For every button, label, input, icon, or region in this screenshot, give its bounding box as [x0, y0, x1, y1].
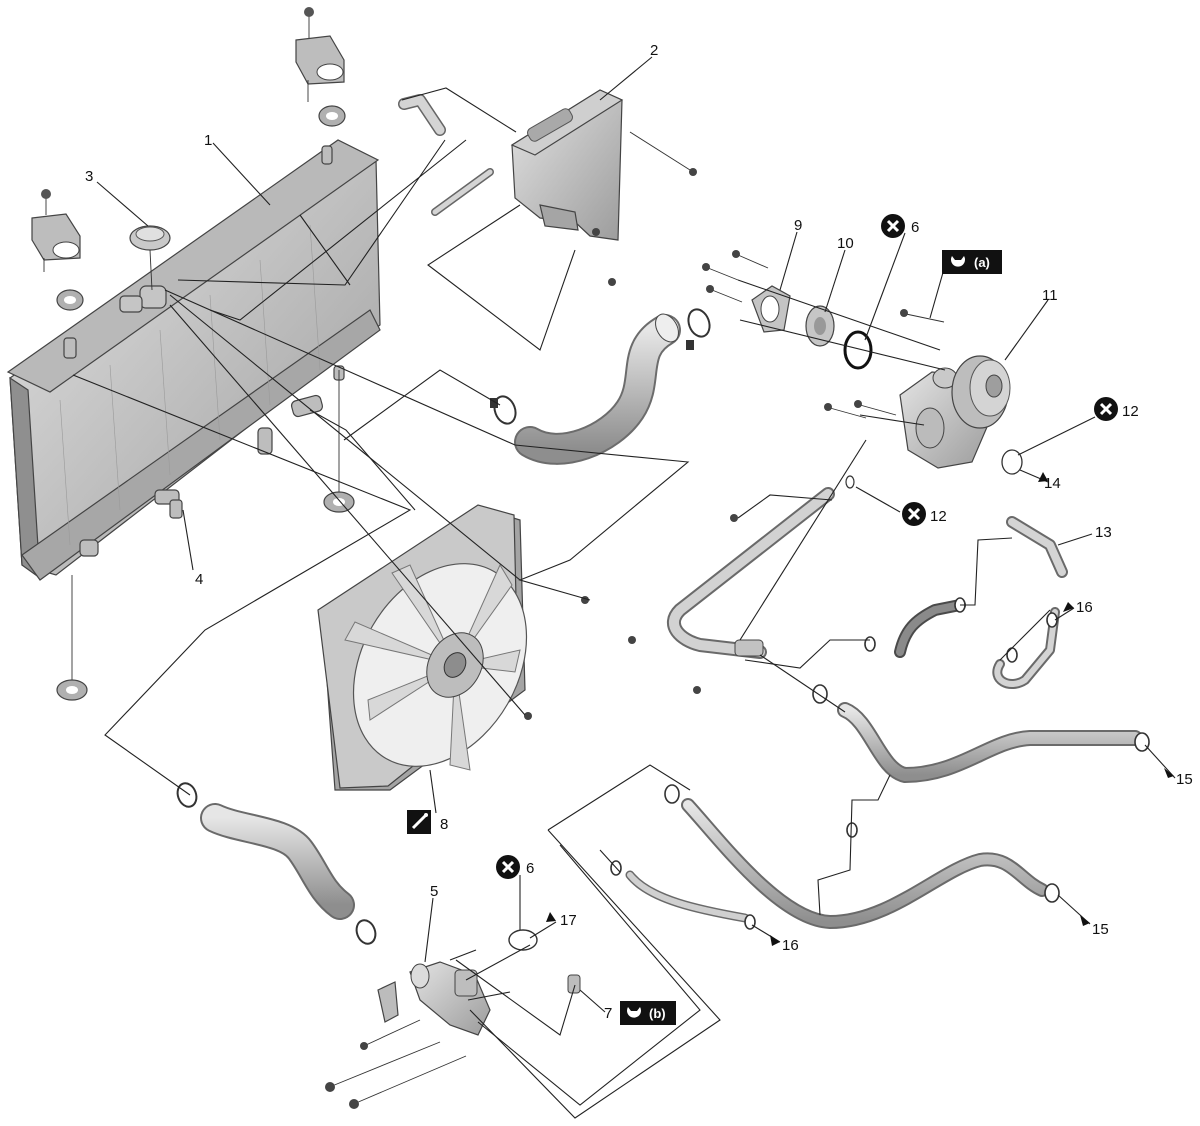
callout-14: 14	[1044, 475, 1061, 492]
callout-13: 13	[1095, 524, 1112, 541]
pipe-bolts	[628, 514, 738, 694]
svg-text:(b): (b)	[649, 1006, 666, 1021]
radiator	[6, 139, 381, 581]
heater-inlet-hose	[837, 702, 1143, 783]
x-circle-icon	[496, 855, 520, 879]
hose-clamps-right	[610, 597, 1150, 930]
torque-badge-b: (b)	[620, 1001, 676, 1025]
fan-bolts	[524, 596, 589, 720]
bracket-small	[377, 981, 399, 1023]
wrench-torque-icon	[627, 1007, 641, 1018]
lower-radiator-hose	[200, 803, 355, 920]
cooling-fan-assembly	[317, 504, 528, 791]
thermostat	[805, 305, 835, 347]
upper-mount-bracket-left	[31, 189, 84, 311]
throttle-body-hose-13	[894, 516, 1068, 658]
hose-clamp-lower-1	[176, 782, 198, 808]
seal-12-small	[845, 475, 855, 489]
callout-6-upper: 6	[911, 219, 919, 236]
callout-10: 10	[837, 235, 854, 252]
callout-8: 8	[440, 816, 448, 833]
gasket-6-lower	[508, 929, 538, 951]
callout-17: 17	[560, 912, 577, 929]
thermostat-cap	[751, 285, 791, 333]
svg-text:(a): (a)	[974, 255, 990, 270]
loop-hose-16	[992, 607, 1060, 689]
callout-16-lower: 16	[782, 937, 799, 954]
callout-2: 2	[650, 42, 658, 59]
upper-radiator-hose	[514, 313, 681, 465]
water-inlet-pipe	[667, 487, 835, 659]
callout-3: 3	[85, 168, 93, 185]
coolant-reservoir	[510, 89, 624, 241]
lower-mount-cushion-right	[323, 370, 355, 513]
callout-1: 1	[204, 132, 212, 149]
x-circle-icon	[902, 502, 926, 526]
flow-arrows	[546, 472, 1174, 946]
lower-mount-cushion-left	[56, 575, 88, 701]
leader-lines	[72, 56, 1176, 1119]
torque-badge-a: (a)	[942, 250, 1002, 274]
hose-clamp-upper-2	[686, 308, 711, 350]
o-ring	[843, 330, 873, 370]
callout-4: 4	[195, 571, 203, 588]
reservoir-hose	[398, 94, 494, 216]
callout-12-upper: 12	[1122, 403, 1139, 420]
bypass-hose-16	[625, 870, 750, 923]
reservoir-bolts	[592, 131, 697, 286]
bolts-upper-right	[702, 250, 945, 419]
callout-11: 11	[1042, 287, 1058, 304]
hose-clamp-upper-1	[490, 395, 517, 425]
heater-outlet-hose	[681, 798, 1049, 929]
note-icon	[407, 810, 431, 834]
x-circle-icon	[1094, 397, 1118, 421]
callout-9: 9	[794, 217, 802, 234]
callout-7: 7	[604, 1005, 612, 1022]
callout-15-upper: 15	[1176, 771, 1193, 788]
water-pump-pulley	[951, 355, 1011, 429]
x-circle-icon	[881, 214, 905, 238]
upper-mount-bracket-right	[295, 7, 346, 127]
drain-plug	[169, 499, 183, 519]
callout-5: 5	[430, 883, 438, 900]
radiator-cap	[129, 225, 171, 291]
gasket-14	[1001, 449, 1023, 475]
ect-sensor	[567, 974, 581, 994]
callout-12-lower: 12	[930, 508, 947, 525]
callout-15-lower: 15	[1092, 921, 1109, 938]
callout-16-upper: 16	[1076, 599, 1093, 616]
callout-6-lower: 6	[526, 860, 534, 877]
wrench-torque-icon	[950, 256, 966, 267]
housing-bolts	[325, 1019, 467, 1109]
hose-clamp-lower-2	[355, 919, 377, 945]
